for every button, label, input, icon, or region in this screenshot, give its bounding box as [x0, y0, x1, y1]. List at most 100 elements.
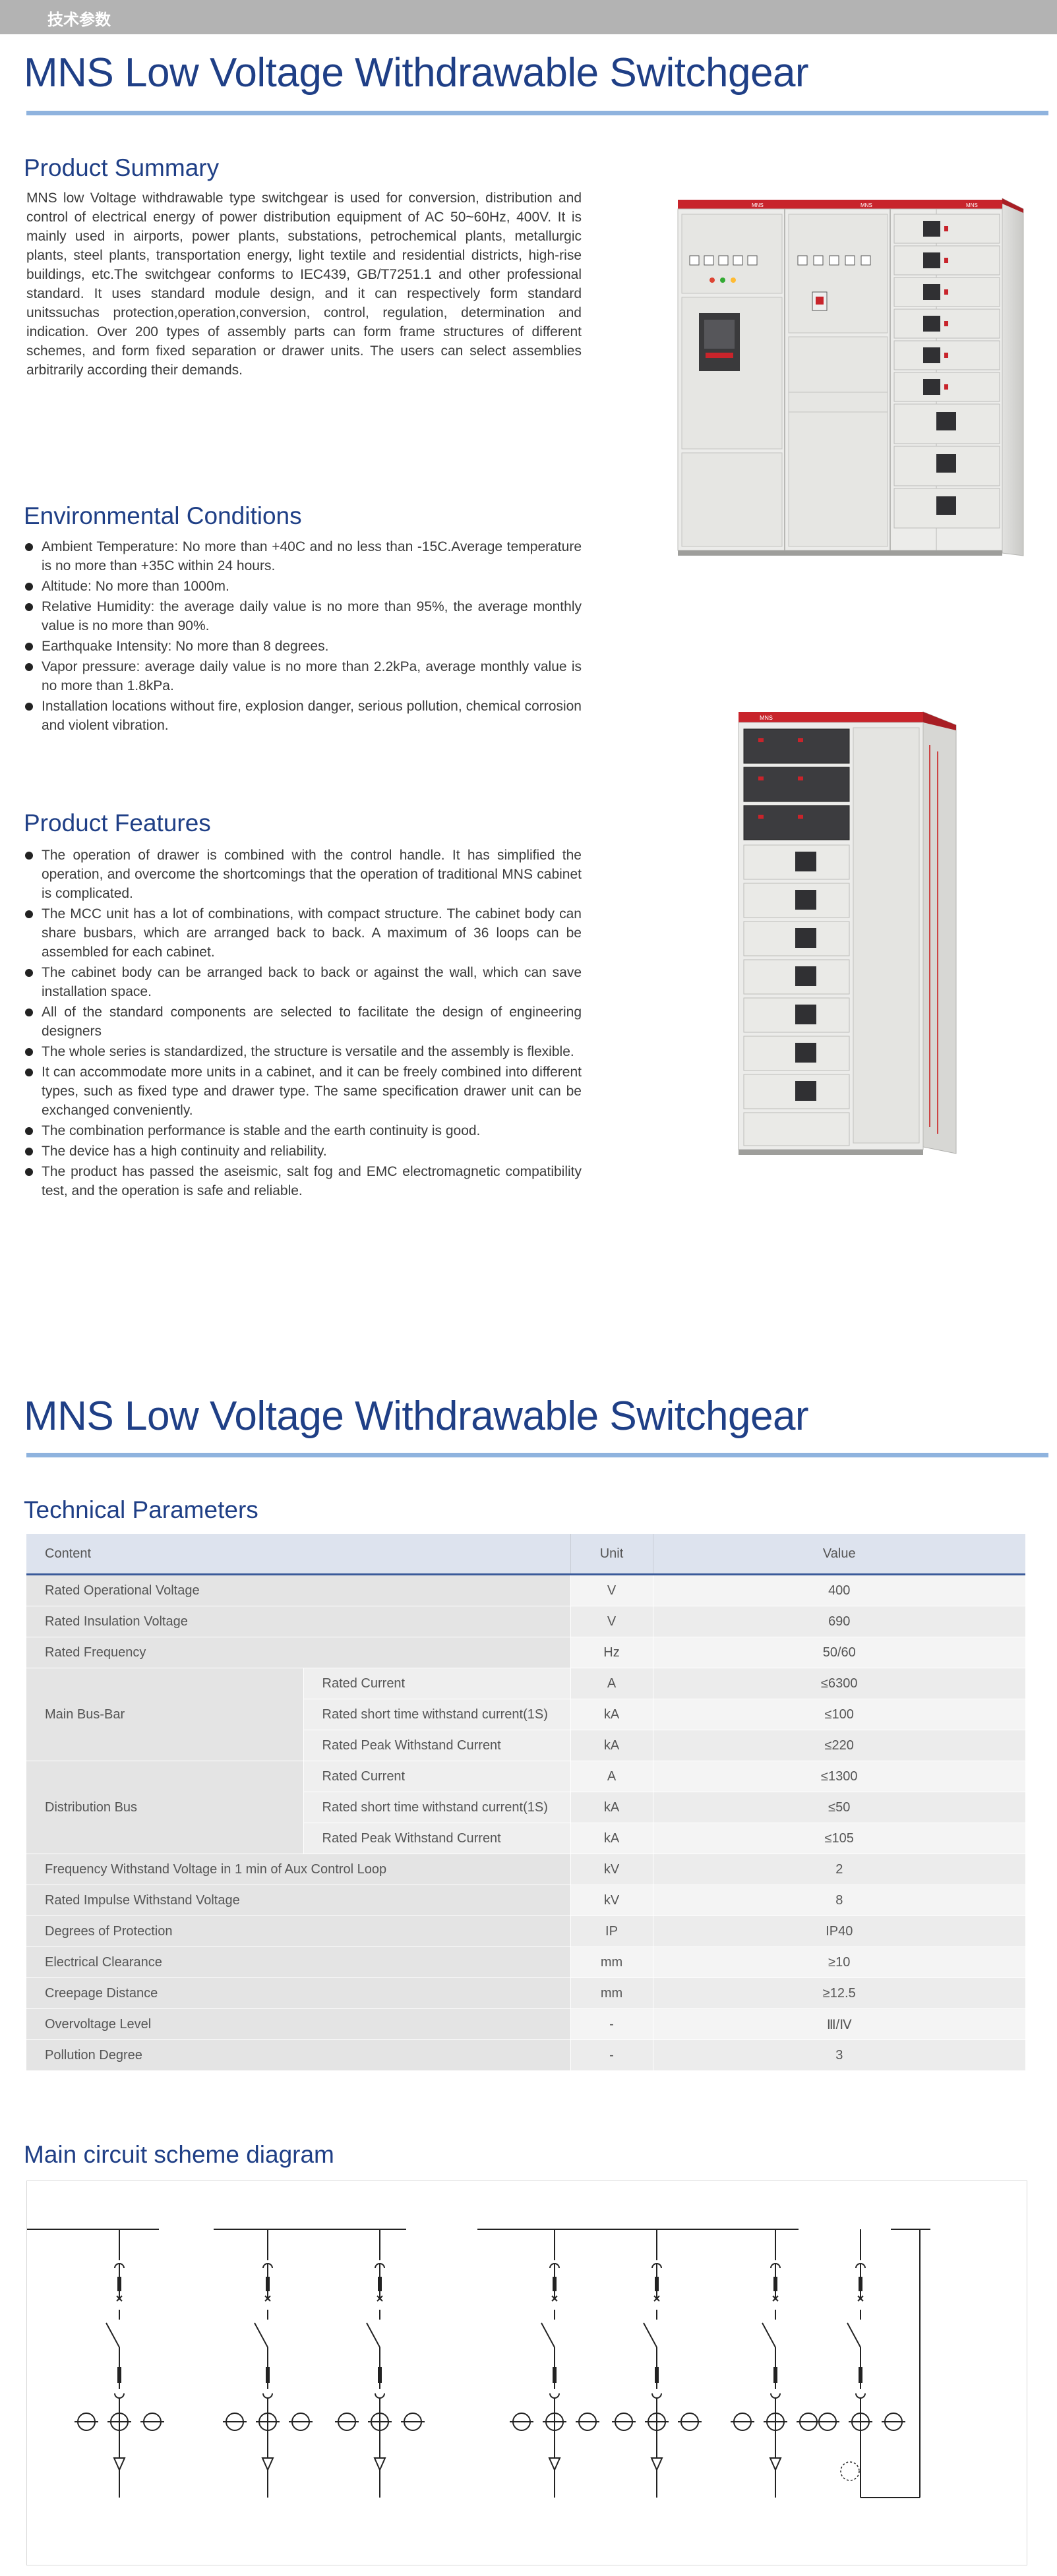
contact-block — [117, 2277, 121, 2291]
cell-value: 400 — [653, 1574, 1025, 1606]
cell-content: Rated Frequency — [26, 1637, 571, 1668]
disconnect-contact — [114, 2393, 125, 2399]
cell-value: ≥10 — [653, 1947, 1025, 1978]
table-row: Distribution Bus Rated Current A ≤1300 — [26, 1761, 1025, 1854]
cable-terminal — [769, 2457, 782, 2472]
brand-label: MNS — [760, 715, 773, 721]
table-row: Degrees of Protection IP IP40 — [26, 1916, 1025, 1947]
cell-unit: V — [570, 1606, 653, 1637]
switch-blade — [847, 2322, 861, 2348]
cell-value: ≤50 — [653, 1792, 1025, 1823]
switch-blade — [541, 2322, 555, 2348]
cross-mark — [551, 2295, 558, 2302]
table-row: Rated short time withstand current(1S) k… — [26, 1699, 1025, 1730]
cell-value: ≤1300 — [653, 1761, 1025, 1792]
disconnect-contact — [375, 2393, 385, 2399]
table-row: Rated short time withstand current(1S) k… — [26, 1792, 1025, 1823]
table-row: Pollution Degree - 3 — [26, 2039, 1025, 2071]
cell-unit: mm — [570, 1947, 653, 1978]
cable-terminal — [373, 2457, 386, 2472]
cell-content: Rated Current — [303, 1668, 571, 1699]
cell-value: 690 — [653, 1606, 1025, 1637]
switch-blade — [366, 2322, 380, 2348]
cell-unit: kA — [570, 1792, 653, 1823]
cell-group: Distribution Bus — [26, 1761, 304, 1854]
cell-value: ≤6300 — [653, 1668, 1025, 1699]
brand-label: MNS — [752, 202, 764, 208]
table-row: Overvoltage Level - Ⅲ/Ⅳ — [26, 2008, 1025, 2040]
list-item: Installation locations without fire, exp… — [24, 697, 582, 735]
cross-mark — [772, 2295, 779, 2302]
cell-unit: kV — [570, 1885, 653, 1916]
cell-content: Rated Current — [303, 1761, 571, 1792]
cell-value: Ⅲ/Ⅳ — [653, 2008, 1025, 2040]
features-heading: Product Features — [24, 809, 211, 836]
contact-block — [859, 2367, 862, 2383]
cell-content: Degrees of Protection — [26, 1916, 571, 1947]
cell-content: Rated short time withstand current(1S) — [303, 1699, 571, 1730]
switch-blade — [254, 2322, 268, 2348]
cross-mark — [653, 2295, 660, 2302]
cell-value: ≤220 — [653, 1730, 1025, 1761]
switch-blade — [106, 2322, 120, 2348]
contact-block — [655, 2277, 659, 2291]
cross-mark — [857, 2295, 864, 2302]
disconnect-contact — [549, 2393, 560, 2399]
table-row: Rated Operational Voltage V 400 — [26, 1574, 1025, 1606]
col-header-content: Content — [26, 1534, 571, 1575]
tech-params-heading: Technical Parameters — [24, 1496, 258, 1523]
summary-text: MNS low Voltage withdrawable type switch… — [26, 190, 582, 378]
cell-value: 3 — [653, 2039, 1025, 2071]
contact-block — [266, 2367, 270, 2383]
contact-block — [553, 2277, 557, 2291]
cell-unit: kA — [570, 1699, 653, 1730]
contact-block — [378, 2367, 382, 2383]
table-row: Rated Impulse Withstand Voltage kV 8 — [26, 1885, 1025, 1916]
table-row: Creepage Distance mm ≥12.5 — [26, 1977, 1025, 2009]
cable-terminal — [113, 2457, 126, 2472]
cell-unit: A — [570, 1668, 653, 1699]
cell-content: Rated Impulse Withstand Voltage — [26, 1885, 571, 1916]
cell-unit: - — [570, 2008, 653, 2040]
contact-block — [773, 2277, 777, 2291]
disconnect-contact — [651, 2393, 662, 2399]
list-item: The cabinet body can be arranged back to… — [24, 963, 582, 1001]
contact-block — [859, 2277, 862, 2291]
cross-mark — [377, 2295, 383, 2302]
list-item: Ambient Temperature: No more than +40C a… — [24, 537, 582, 575]
brand-label: MNS — [966, 202, 978, 208]
cell-unit: A — [570, 1761, 653, 1792]
list-item: It can accommodate more units in a cabin… — [24, 1063, 582, 1120]
cell-unit: IP — [570, 1916, 653, 1947]
table-row: Rated Frequency Hz 50/60 — [26, 1637, 1025, 1668]
cell-content: Electrical Clearance — [26, 1947, 571, 1978]
switch-blade — [762, 2322, 776, 2348]
table-row: Electrical Clearance mm ≥10 — [26, 1947, 1025, 1978]
list-item: The product has passed the aseismic, sal… — [24, 1162, 582, 1200]
features-list: The operation of drawer is combined with… — [24, 846, 582, 1202]
cell-value: 2 — [653, 1854, 1025, 1885]
list-item: Earthquake Intensity: No more than 8 deg… — [24, 637, 582, 656]
scheme-heading: Main circuit scheme diagram — [24, 2141, 334, 2168]
cell-content: Rated Operational Voltage — [26, 1574, 571, 1606]
contact-block — [553, 2367, 557, 2383]
cell-content: Frequency Withstand Voltage in 1 min of … — [26, 1854, 571, 1885]
cell-content: Rated short time withstand current(1S) — [303, 1792, 571, 1823]
cross-mark — [264, 2295, 271, 2302]
cell-content: Overvoltage Level — [26, 2008, 571, 2040]
switch-blade — [643, 2322, 657, 2348]
cell-unit: V — [570, 1574, 653, 1606]
list-item: The whole series is standardized, the st… — [24, 1042, 582, 1061]
cross-mark — [116, 2295, 123, 2302]
cell-value: 8 — [653, 1885, 1025, 1916]
cell-unit: Hz — [570, 1637, 653, 1668]
list-item: All of the standard components are selec… — [24, 1003, 582, 1041]
cell-unit: kA — [570, 1823, 653, 1854]
environment-list: Ambient Temperature: No more than +40C a… — [24, 537, 582, 736]
cell-unit: - — [570, 2039, 653, 2071]
table-row: Rated Peak Withstand Current kA ≤105 — [26, 1823, 1025, 1854]
title-rule — [26, 111, 1048, 115]
table-row: Rated Peak Withstand Current kA ≤220 — [26, 1730, 1025, 1761]
list-item: The operation of drawer is combined with… — [24, 846, 582, 903]
cell-value: ≤100 — [653, 1699, 1025, 1730]
